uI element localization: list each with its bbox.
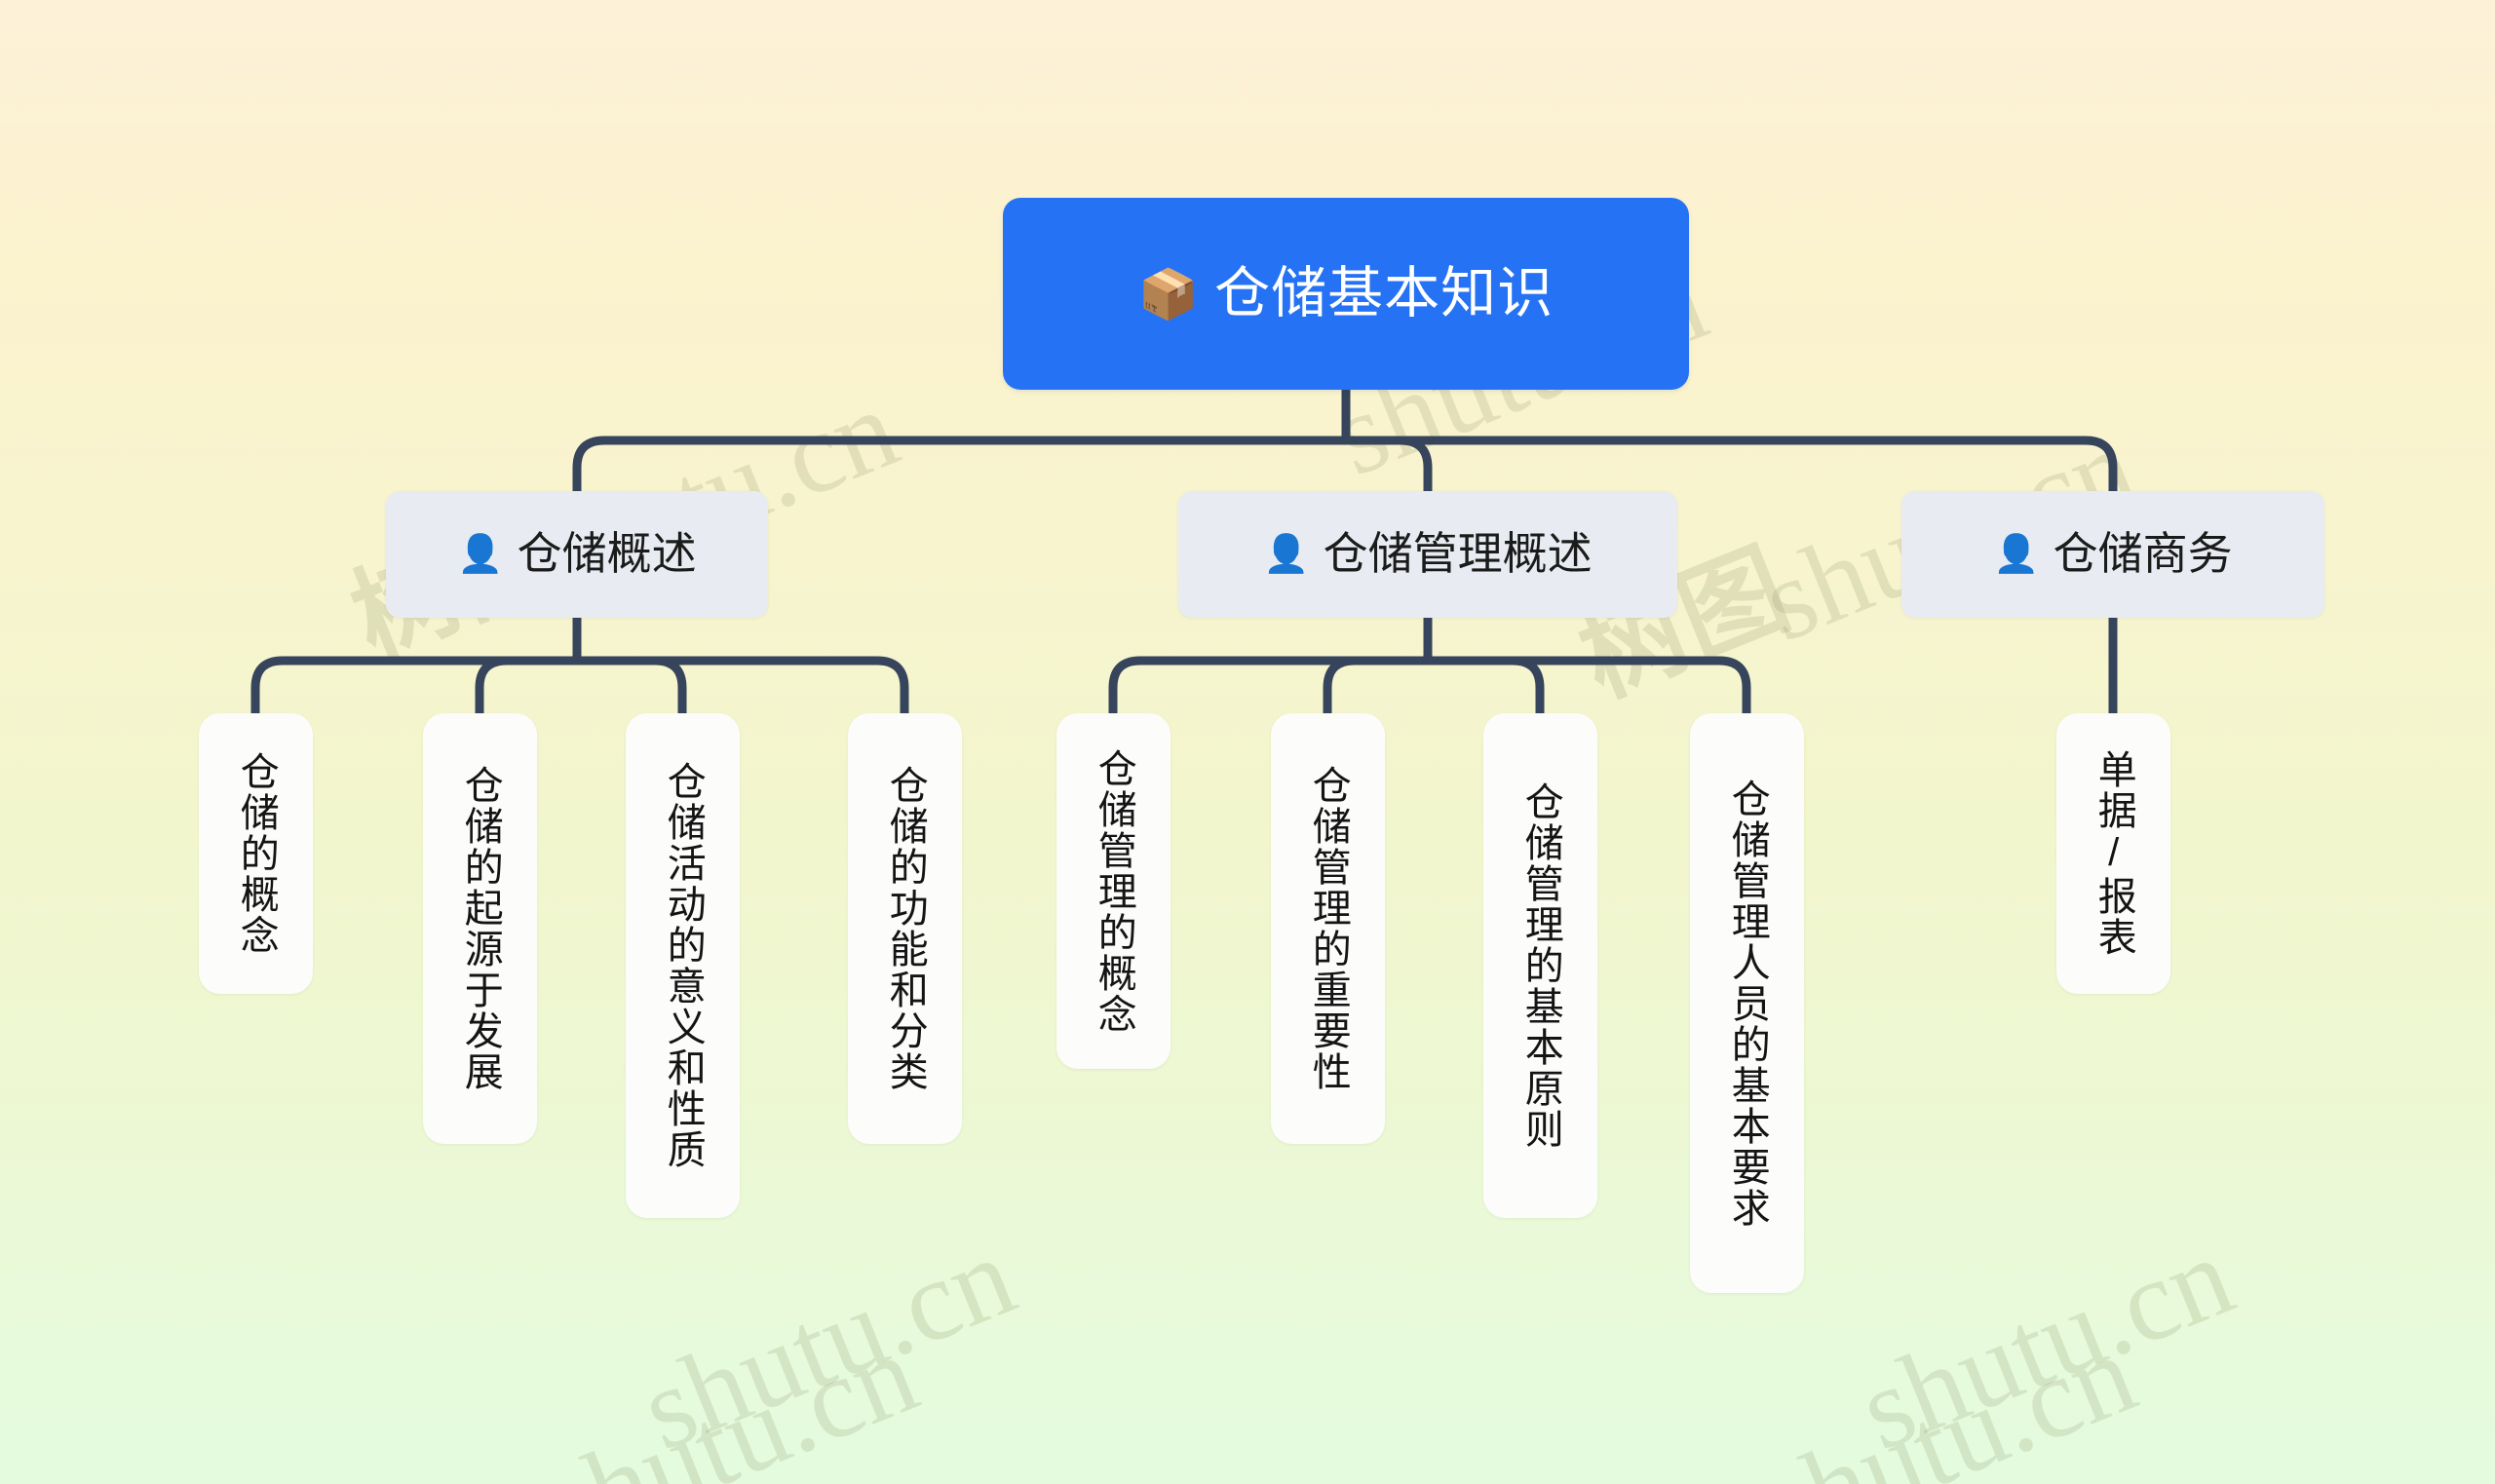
mindmap-branch-node-cangchu-gaishu[interactable]: 👤 仓储概述 <box>386 491 768 618</box>
mindmap-leaf-node[interactable]: 仓储的概念 <box>199 713 313 994</box>
mindmap-branch-label: 仓储管理概述 <box>1323 528 1593 580</box>
mindmap-leaf-node[interactable]: 仓储的起源于发展 <box>423 713 537 1144</box>
mindmap-leaf-label: 仓储活动的意义和性质 <box>661 761 705 1170</box>
mindmap-leaf-label: 仓储管理的重要性 <box>1306 765 1350 1092</box>
watermark-domain: shutu.cn <box>1745 1309 2152 1484</box>
edge-branch2-to-leaf-2 <box>1323 656 1433 718</box>
edge-branch1-to-leaf-3 <box>572 656 687 718</box>
mindmap-leaf-label: 仓储的概念 <box>234 751 278 956</box>
mindmap-leaf-label: 仓储管理人员的基本要求 <box>1725 778 1769 1229</box>
edge-branch1-to-leaf-1 <box>250 656 582 718</box>
person-icon: 👤 <box>1263 534 1310 575</box>
watermark-domain: shutu.cn <box>1842 1211 2249 1475</box>
watermark-domain: shutu.cn <box>526 1309 934 1484</box>
mindmap-branch-node-cangchu-shangwu[interactable]: 👤 仓储商务 <box>1901 491 2324 618</box>
mindmap-leaf-node[interactable]: 仓储的功能和分类 <box>848 713 962 1144</box>
mindmap-branch-label: 仓储概述 <box>517 528 697 580</box>
mindmap-branch-label: 仓储商务 <box>2053 528 2233 580</box>
mindmap-leaf-label: 单据/报表 <box>2092 749 2135 958</box>
mindmap-leaf-node[interactable]: 仓储管理人员的基本要求 <box>1690 713 1804 1293</box>
mindmap-root-label: 仓储基本知识 <box>1214 261 1555 324</box>
mindmap-leaf-node[interactable]: 仓储管理的重要性 <box>1271 713 1385 1144</box>
edge-root-to-branch-1 <box>572 436 1351 496</box>
mindmap-leaf-node[interactable]: 仓储活动的意义和性质 <box>626 713 740 1218</box>
mindmap-leaf-node[interactable]: 单据/报表 <box>2056 713 2170 994</box>
edge-branch1-to-leaf-4 <box>572 656 909 718</box>
edge-branch1-to-leaf-2 <box>475 656 582 718</box>
mindmap-leaf-label: 仓储管理的概念 <box>1092 747 1135 1035</box>
edge-root-to-branch-2 <box>1341 436 1433 496</box>
person-icon: 👤 <box>1993 534 2040 575</box>
mindmap-branch-node-cangchu-guanli-gaishu[interactable]: 👤 仓储管理概述 <box>1178 491 1677 618</box>
watermark-domain: shutu.cn <box>624 1211 1031 1475</box>
edge-branch2-to-leaf-4 <box>1423 656 1751 718</box>
person-icon: 👤 <box>457 534 504 575</box>
mindmap-leaf-label: 仓储管理的基本原则 <box>1518 781 1562 1150</box>
mindmap-leaf-label: 仓储的起源于发展 <box>458 765 502 1092</box>
mindmap-root-node[interactable]: 📦 仓储基本知识 <box>1003 198 1689 390</box>
edge-branch2-to-leaf-3 <box>1423 656 1545 718</box>
edge-branch2-to-leaf-1 <box>1108 656 1433 718</box>
mindmap-leaf-node[interactable]: 仓储管理的基本原则 <box>1483 713 1597 1218</box>
edge-root-to-branch-3 <box>1341 436 2118 496</box>
mindmap-leaf-label: 仓储的功能和分类 <box>883 765 927 1092</box>
mindmap-leaf-node[interactable]: 仓储管理的概念 <box>1056 713 1171 1069</box>
package-box-icon: 📦 <box>1137 266 1200 322</box>
